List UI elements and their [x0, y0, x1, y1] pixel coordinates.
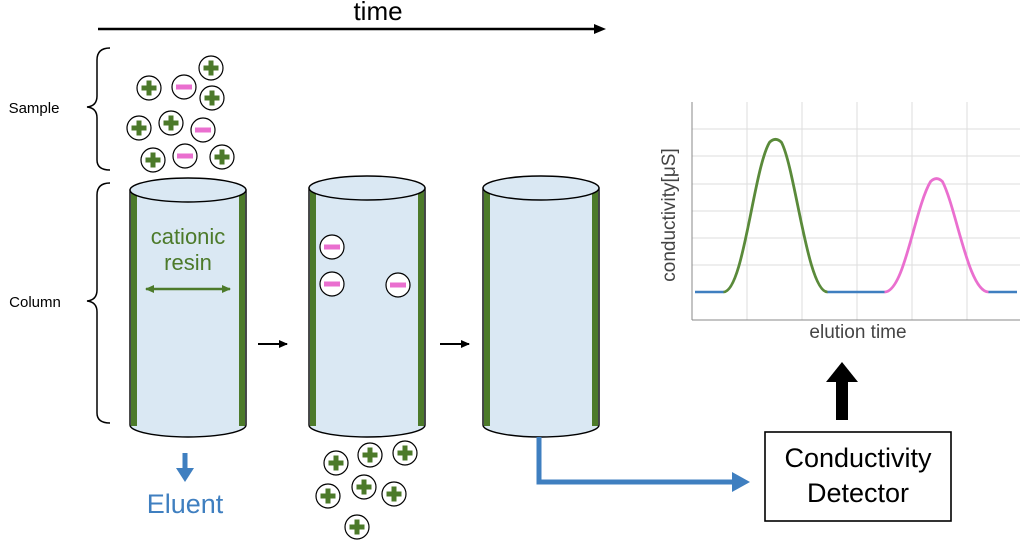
- chart-lines: [695, 138, 1017, 294]
- cation-icon: [198, 55, 224, 81]
- cation-icon: [392, 440, 418, 466]
- column-brace: [86, 182, 111, 424]
- cation-icon: [140, 147, 166, 173]
- column-1: cationic resin: [129, 177, 247, 438]
- time-label: time: [353, 0, 402, 26]
- cation-icon: [315, 483, 341, 509]
- flow-line: [536, 437, 750, 492]
- detector-label-1: Conductivity: [784, 443, 932, 473]
- resin-label-1: cationic: [151, 224, 226, 249]
- column-3: [482, 175, 600, 438]
- y-axis-label: conductivity[μS]: [659, 148, 680, 281]
- peak-2: [884, 177, 989, 294]
- ions: [126, 55, 418, 540]
- anion-icon: [172, 143, 198, 169]
- chart-grid: [692, 102, 1020, 320]
- cation-icon: [126, 115, 152, 141]
- cation-icon: [357, 442, 383, 468]
- cation-icon: [209, 144, 235, 170]
- eluent-label: Eluent: [147, 489, 224, 519]
- cation-icon: [344, 514, 370, 540]
- anion-icon: [190, 117, 216, 143]
- chromatogram-chart: elution time conductivity[μS]: [659, 102, 1020, 343]
- anion-icon: [319, 271, 345, 297]
- resin-label-2: resin: [164, 250, 212, 275]
- eluent-arrow: [176, 453, 194, 482]
- column-label: Column: [9, 294, 61, 311]
- column-2: [308, 175, 426, 438]
- sample-label: Sample: [9, 100, 60, 117]
- detector-label-2: Detector: [807, 478, 909, 508]
- cation-icon: [158, 110, 184, 136]
- sample-brace: [86, 47, 111, 171]
- cation-icon: [323, 450, 349, 476]
- anion-icon: [319, 234, 345, 260]
- peak-1: [722, 138, 829, 294]
- anion-icon: [385, 272, 411, 298]
- anion-icon: [171, 74, 197, 100]
- cation-icon: [381, 481, 407, 507]
- time-arrow: time: [98, 0, 606, 34]
- conductivity-detector: Conductivity Detector: [764, 431, 952, 522]
- cation-icon: [199, 85, 225, 111]
- cation-icon: [351, 474, 377, 500]
- detector-to-chart-arrow: [826, 362, 858, 420]
- x-axis-label: elution time: [809, 322, 906, 343]
- cation-icon: [136, 75, 162, 101]
